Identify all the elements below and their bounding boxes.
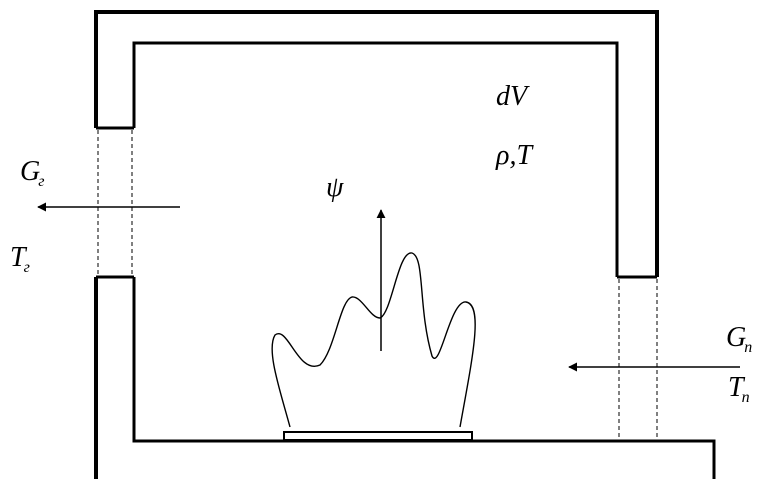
density-temperature-label: ρ,T xyxy=(495,140,534,171)
gas-temperature-sub: г xyxy=(24,259,30,276)
air-flow-sub: п xyxy=(744,339,752,356)
air-temperature-label: Tп xyxy=(728,372,750,406)
inner-wall-upper xyxy=(132,41,619,277)
air-temperature-sub: п xyxy=(742,389,750,406)
air-temperature-main: T xyxy=(728,372,746,403)
gas-flow-sub: г xyxy=(38,173,44,190)
volume-label: dV xyxy=(496,81,530,112)
combustion-rate-label: ψ xyxy=(326,172,344,203)
air-flow-main: G xyxy=(726,322,746,353)
fuel-tray xyxy=(283,431,473,441)
outer-wall-upper xyxy=(94,10,659,277)
flame-outline xyxy=(271,252,476,428)
gas-flow-main: G xyxy=(20,156,40,187)
gas-flow-label: Gг xyxy=(20,156,44,190)
gas-temperature-label: Tг xyxy=(10,242,30,276)
air-flow-label: Gп xyxy=(726,322,752,356)
gas-temperature-main: T xyxy=(10,242,28,273)
